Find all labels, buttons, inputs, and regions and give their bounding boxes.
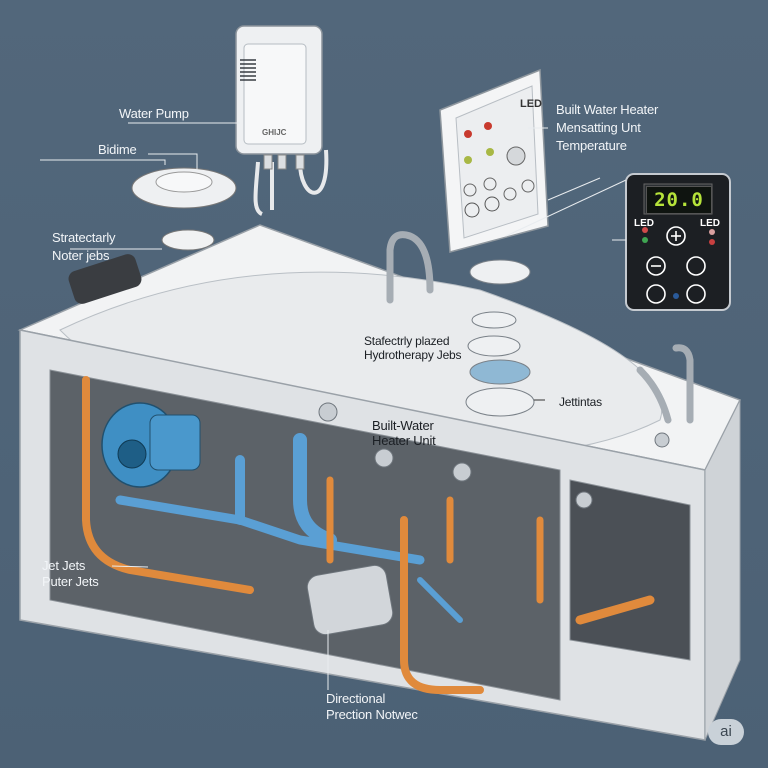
faucets (386, 231, 694, 424)
label-placed-jets-line1: Stafectrly plazed (364, 334, 450, 348)
wall-control-panel (439, 68, 549, 253)
ai-badge: ai (708, 719, 744, 745)
plumbing (82, 376, 655, 694)
led-label-right: LED (700, 218, 720, 229)
pump-box (235, 25, 329, 216)
label-heater-line3: Temperature (556, 138, 627, 153)
label-heater-line1: Built Water Heater (556, 102, 659, 117)
temperature-display: 20.0 (646, 186, 712, 214)
wall-panel-led-tag: LED (520, 98, 542, 110)
label-jet-jets-line1: Jet Jets (42, 558, 86, 573)
pump-box-brand: GHIJC (262, 128, 287, 137)
label-directional-line2: Prection Notwec (326, 707, 418, 722)
label-stratectarly-line1: Stratectarly (52, 230, 116, 245)
label-jettintas: Jettintas (559, 395, 602, 409)
led-label-left: LED (634, 218, 654, 229)
label-placed-jets-line2: Hydrotherapy Jebs (364, 348, 462, 362)
leader-lines (40, 122, 627, 690)
label-bidime: Bidime (98, 142, 137, 157)
label-built-water-line2: Heater Unit (372, 433, 436, 448)
pump-motor (101, 402, 394, 636)
label-built-water-line1: Built-Water (372, 418, 434, 433)
exploded-jet-parts-center (465, 259, 535, 417)
exploded-jet-parts-left (131, 167, 237, 340)
label-stratectarly-line2: Noter jebs (52, 248, 110, 263)
tub-jets (318, 402, 670, 509)
label-water-pump: Water Pump (119, 106, 189, 121)
label-directional-line1: Directional (326, 691, 386, 706)
label-jet-jets-line2: Puter Jets (42, 574, 99, 589)
label-heater-line2: Mensatting Unt (556, 120, 641, 135)
